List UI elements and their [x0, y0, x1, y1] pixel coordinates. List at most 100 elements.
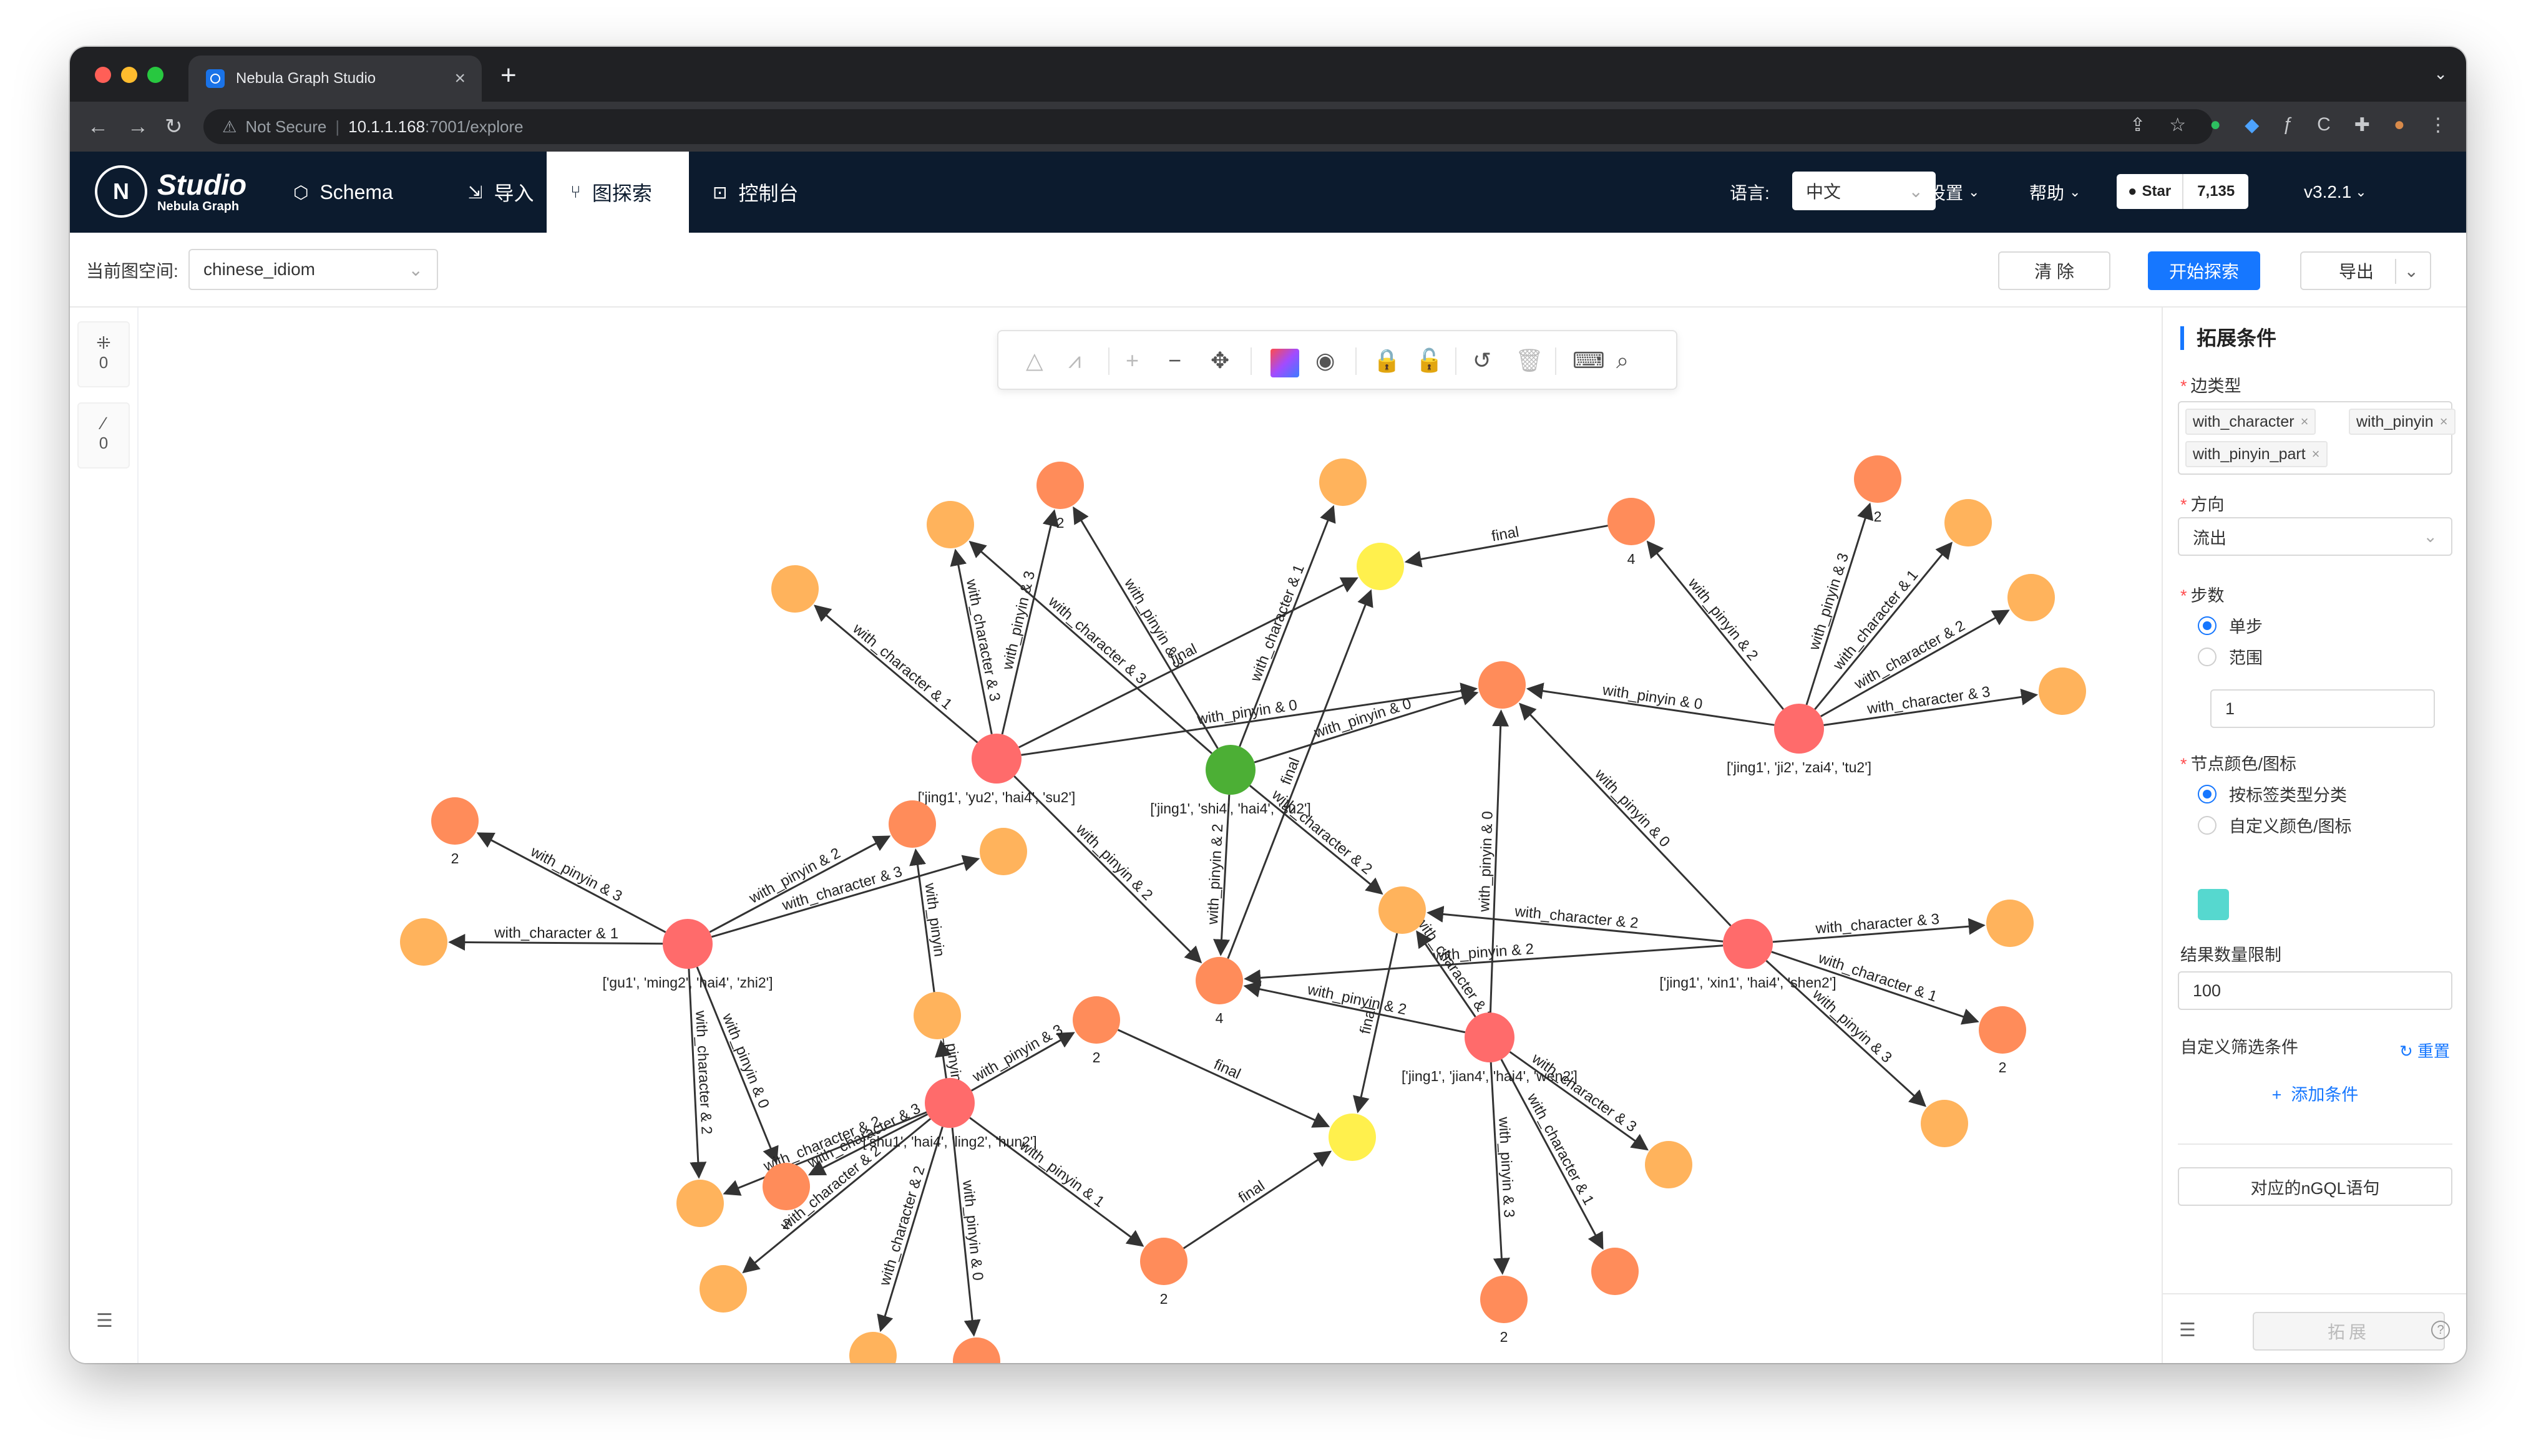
- tab-search-chevron-icon[interactable]: ⌄: [2434, 64, 2447, 83]
- forward-arrow-icon[interactable]: →: [127, 115, 149, 138]
- graph-node[interactable]: [1036, 462, 1084, 509]
- graph-node[interactable]: [1378, 886, 1426, 934]
- graph-node[interactable]: [953, 1337, 1000, 1363]
- nav-console[interactable]: ⊡ 控制台: [689, 152, 822, 233]
- clear-button[interactable]: 清 除: [1998, 251, 2110, 290]
- graph-edge[interactable]: [1765, 959, 1926, 1107]
- graph-edge[interactable]: [1001, 509, 1060, 735]
- graph-edge[interactable]: [1404, 525, 1608, 568]
- direction-select[interactable]: 流出⌄: [2178, 517, 2452, 556]
- graph-node[interactable]: [1854, 455, 1901, 503]
- undo-icon[interactable]: ↺: [1473, 347, 1492, 373]
- graph-edge[interactable]: [1500, 1059, 1604, 1250]
- graph-edge[interactable]: [709, 835, 891, 933]
- graph-node[interactable]: [1591, 1248, 1639, 1295]
- graph-node[interactable]: [431, 797, 479, 845]
- new-tab-icon[interactable]: +: [500, 60, 517, 90]
- graph-edge[interactable]: [950, 548, 993, 735]
- graph-node[interactable]: [1140, 1238, 1188, 1285]
- start-explore-button[interactable]: 开始探索: [2148, 251, 2260, 290]
- graph-edge[interactable]: [448, 933, 663, 951]
- function-extension-icon[interactable]: ƒ: [2283, 114, 2294, 135]
- graph-edge[interactable]: [814, 604, 978, 744]
- move-icon[interactable]: ✥: [1211, 347, 1230, 373]
- share-icon[interactable]: ⇪: [2130, 115, 2146, 135]
- graph-edge[interactable]: [807, 1113, 929, 1176]
- graph-edge[interactable]: [1073, 506, 1219, 749]
- graph-node[interactable]: [1607, 498, 1655, 545]
- graph-node[interactable]: [1979, 1006, 2026, 1054]
- graph-node[interactable]: [1206, 745, 1256, 795]
- remove-tag-icon[interactable]: ×: [2439, 414, 2448, 429]
- color-palette-icon[interactable]: [1270, 349, 1299, 377]
- graph-edge[interactable]: [969, 1117, 1144, 1247]
- show-hide-icon[interactable]: ◉: [1315, 347, 1335, 373]
- graph-edge[interactable]: [711, 855, 980, 938]
- graph-edge[interactable]: [1771, 951, 1979, 1025]
- graph-node[interactable]: [1645, 1141, 1692, 1188]
- vertex-count-card[interactable]: ⁜ 0: [77, 321, 130, 387]
- graph-edge[interactable]: [1239, 505, 1336, 747]
- graph-node[interactable]: [2039, 667, 2086, 715]
- puzzle-extensions-icon[interactable]: ✚: [2354, 115, 2370, 135]
- graph-edge[interactable]: [877, 1126, 944, 1332]
- graph-edge[interactable]: [1013, 775, 1202, 964]
- graph-node[interactable]: [1774, 704, 1824, 754]
- profile-avatar-icon[interactable]: ●: [2393, 114, 2405, 135]
- graph-edge[interactable]: [688, 968, 707, 1179]
- ngql-statement-button[interactable]: 对应的nGQL语句: [2178, 1167, 2452, 1206]
- edge-type-tag[interactable]: with_character×: [2185, 409, 2316, 435]
- minimize-window-button[interactable]: [121, 67, 137, 83]
- graph-edge[interactable]: [1526, 682, 1775, 726]
- close-window-button[interactable]: [95, 67, 111, 83]
- help-circle-icon[interactable]: ?: [2431, 1321, 2450, 1339]
- graph-node[interactable]: [914, 992, 961, 1039]
- graph-node[interactable]: [1073, 996, 1120, 1044]
- graph-node[interactable]: [1480, 1276, 1528, 1323]
- delete-icon[interactable]: 🗑: [1515, 347, 1544, 373]
- graph-node[interactable]: [663, 919, 713, 969]
- graph-edge[interactable]: [742, 1118, 932, 1274]
- graph-node[interactable]: [1921, 1100, 1968, 1147]
- keyboard-icon[interactable]: ⌨: [1573, 347, 1605, 373]
- zoom-out-icon[interactable]: −: [1168, 347, 1182, 373]
- graph-edge[interactable]: [1244, 944, 1724, 986]
- graph-edge[interactable]: [1820, 609, 2010, 717]
- edge-type-tag[interactable]: with_pinyin_part×: [2185, 441, 2328, 467]
- graph-node[interactable]: [1723, 919, 1773, 969]
- browser-tab[interactable]: Nebula Graph Studio ×: [188, 56, 482, 102]
- graph-edge[interactable]: [476, 832, 666, 933]
- studio-logo[interactable]: N Studio Nebula Graph: [95, 165, 246, 218]
- graph-node[interactable]: [1357, 543, 1404, 590]
- graph-edge[interactable]: [1509, 1051, 1649, 1151]
- back-arrow-icon[interactable]: ←: [87, 115, 109, 138]
- collapse-panel-icon[interactable]: ☰: [2179, 1320, 2196, 1341]
- kebab-menu-icon[interactable]: ⋮: [2429, 115, 2447, 135]
- graph-edge[interactable]: [1772, 918, 1986, 943]
- graph-edge[interactable]: [1227, 589, 1373, 959]
- graph-node[interactable]: [972, 734, 1022, 784]
- nav-import[interactable]: ⇲ 导入: [444, 152, 557, 233]
- graph-edge[interactable]: [723, 1111, 927, 1196]
- add-condition-button[interactable]: + 添加条件: [2271, 1085, 2359, 1104]
- graph-edge[interactable]: [1353, 933, 1398, 1114]
- graph-edge[interactable]: [1489, 709, 1509, 1013]
- graph-edge[interactable]: [1254, 689, 1479, 764]
- version-menu[interactable]: v3.2.1⌄: [2304, 152, 2367, 233]
- edge-type-tag[interactable]: with_pinyin×: [2349, 409, 2456, 435]
- graph-edge[interactable]: [1805, 502, 1873, 706]
- graph-edge[interactable]: [909, 848, 935, 993]
- evernote-extension-icon[interactable]: ●: [2210, 114, 2221, 135]
- graph-edge[interactable]: [1117, 1029, 1330, 1128]
- graph-edge[interactable]: [1249, 785, 1383, 895]
- graph-edge[interactable]: [951, 1127, 981, 1337]
- step-range-radio[interactable]: 范围: [2198, 644, 2263, 669]
- ci-extension-icon[interactable]: C: [2317, 114, 2331, 135]
- color-swatch[interactable]: [2198, 889, 2229, 920]
- bookmark-star-icon[interactable]: ☆: [2169, 115, 2187, 135]
- limit-input[interactable]: 100: [2178, 971, 2452, 1010]
- gem-extension-icon[interactable]: ◆: [2245, 115, 2260, 135]
